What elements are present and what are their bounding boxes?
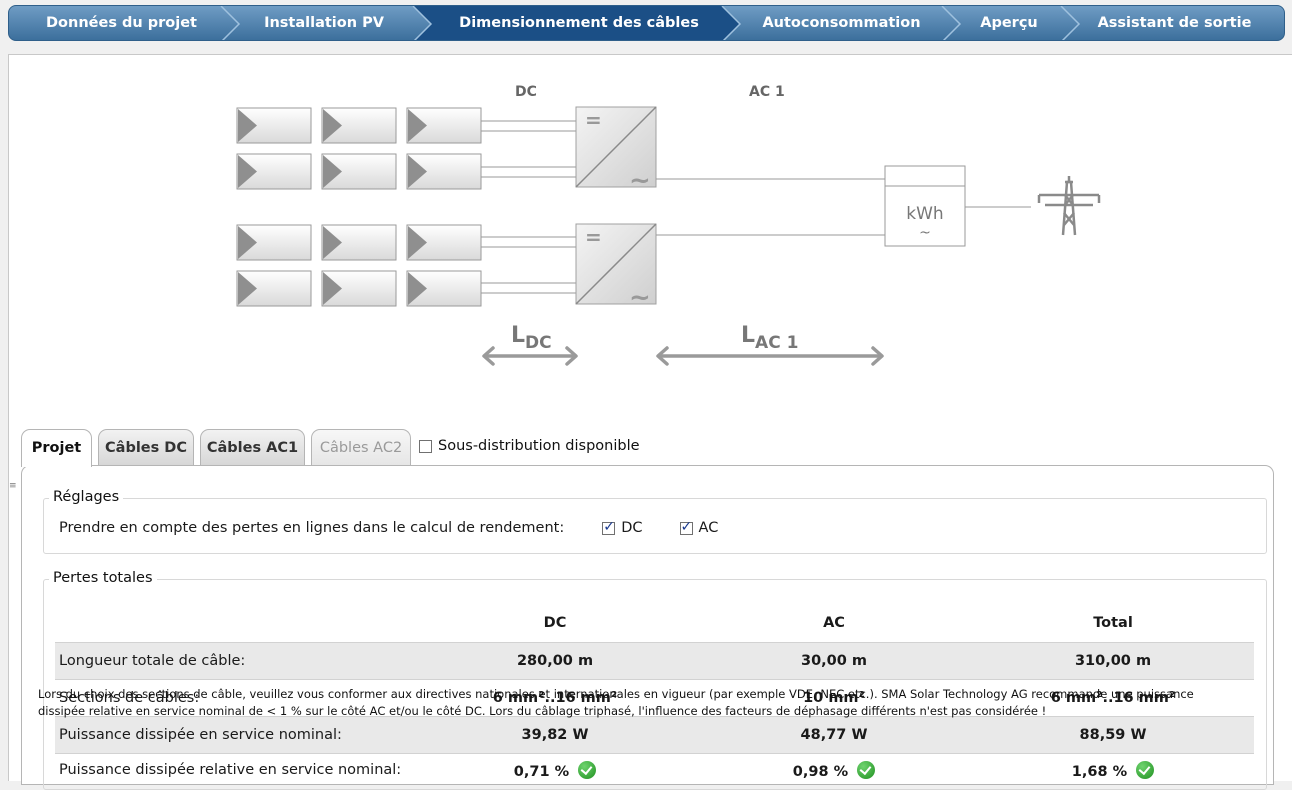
inverter-icon: = ~ bbox=[575, 223, 657, 313]
wizard-step-overview[interactable]: Aperçu bbox=[980, 15, 1038, 31]
line-loss-settings-row: Prendre en compte des pertes en lignes d… bbox=[59, 519, 719, 537]
settings-title: Réglages bbox=[49, 489, 124, 505]
column-header-total: Total bbox=[1093, 615, 1133, 631]
system-diagram: = ~ = ~ kWh ~ bbox=[236, 106, 1101, 366]
wizard-step-output-assistant[interactable]: Assistant de sortie bbox=[1097, 15, 1252, 31]
ac-value: 10 mm² bbox=[803, 690, 865, 706]
table-row: Longueur totale de câble: 280,00 m 30,00… bbox=[55, 642, 1254, 679]
pv-module-icon bbox=[406, 270, 482, 307]
check-ok-icon bbox=[857, 761, 876, 779]
ac-value: 30,00 m bbox=[800, 653, 868, 669]
column-header-ac: AC bbox=[823, 615, 845, 631]
dc-label: DC bbox=[515, 84, 537, 100]
column-header-dc: DC bbox=[543, 615, 567, 631]
tab-dc-cables[interactable]: Câbles DC bbox=[98, 429, 194, 465]
wizard-step-pv-installation[interactable]: Installation PV bbox=[264, 15, 384, 31]
inverter-icon: = ~ bbox=[575, 106, 657, 196]
length-arrows bbox=[482, 346, 884, 366]
pv-module-icon bbox=[236, 224, 312, 261]
wizard-step-project-data[interactable]: Données du projet bbox=[46, 15, 197, 31]
ac1-label: AC 1 bbox=[749, 84, 785, 100]
row-label: Longueur totale de câble: bbox=[59, 653, 246, 669]
dc-value: 0,71 % bbox=[513, 764, 570, 780]
dc-value: 6 mm²..16 mm² bbox=[492, 690, 618, 706]
pv-module-icon bbox=[321, 153, 397, 190]
pv-module-icon bbox=[406, 224, 482, 261]
subdistribution-checkbox[interactable] bbox=[419, 439, 432, 453]
pv-module-icon bbox=[236, 153, 312, 190]
subdistribution-label: Sous-distribution disponible bbox=[438, 438, 640, 454]
ac-value: 0,98 % bbox=[792, 764, 849, 780]
dc-cables-inverter-1 bbox=[481, 120, 576, 178]
pv-module-icon bbox=[321, 107, 397, 144]
total-losses-title: Pertes totales bbox=[49, 570, 157, 586]
total-value: 1,68 % bbox=[1071, 764, 1128, 780]
svg-text:=: = bbox=[585, 225, 602, 249]
row-label: Sections de câbles: bbox=[59, 690, 200, 706]
tab-project[interactable]: Projet bbox=[21, 429, 92, 467]
pv-module-icon bbox=[406, 107, 482, 144]
row-label: Puissance dissipée en service nominal: bbox=[59, 727, 342, 743]
ac-cables bbox=[656, 178, 1031, 236]
dc-cables-inverter-2 bbox=[481, 236, 576, 294]
check-ok-icon bbox=[1136, 761, 1155, 779]
svg-text:~: ~ bbox=[919, 225, 931, 241]
total-value: 88,59 W bbox=[1079, 727, 1147, 743]
table-header: DC AC Total bbox=[55, 603, 1254, 643]
svg-text:=: = bbox=[585, 108, 602, 132]
table-row: Puissance dissipée relative en service n… bbox=[55, 753, 1254, 790]
ac-value-cell: 0,98 % bbox=[734, 761, 934, 780]
total-value: 310,00 m bbox=[1074, 653, 1152, 669]
pv-module-icon bbox=[321, 270, 397, 307]
main-panel: ≡ = bbox=[8, 54, 1292, 790]
ac-length-label: LAC 1 bbox=[741, 323, 799, 353]
project-tab-panel: Réglages Prendre en compte des pertes en… bbox=[21, 465, 1274, 790]
table-row: Sections de câbles: 6 mm²..16 mm² 10 mm²… bbox=[55, 679, 1254, 716]
tab-ac2-cables: Câbles AC2 bbox=[311, 429, 411, 465]
wizard-step-cable-sizing[interactable]: Dimensionnement des câbles bbox=[459, 15, 699, 31]
dc-loss-checkbox[interactable] bbox=[602, 519, 616, 535]
total-losses-table-wrap: DC AC Total Longueur totale de câble: 28… bbox=[43, 579, 1265, 780]
svg-text:~: ~ bbox=[629, 283, 651, 313]
svg-text:~: ~ bbox=[629, 166, 651, 196]
dc-loss-label: DC bbox=[621, 520, 643, 536]
svg-text:kWh: kWh bbox=[906, 204, 943, 224]
pv-module-icon bbox=[236, 107, 312, 144]
row-label: Puissance dissipée relative en service n… bbox=[59, 762, 402, 778]
table-row: Puissance dissipée en service nominal: 3… bbox=[55, 716, 1254, 753]
dc-value-cell: 0,71 % bbox=[455, 761, 655, 780]
check-ok-icon bbox=[578, 761, 597, 779]
pv-module-icon bbox=[321, 224, 397, 261]
energy-meter-icon: kWh ~ bbox=[884, 165, 966, 247]
wizard-step-backgrounds bbox=[220, 6, 1081, 40]
splitter-grip-icon[interactable]: ≡ bbox=[9, 481, 17, 491]
total-value-cell: 1,68 % bbox=[1013, 761, 1213, 780]
ac-value: 48,77 W bbox=[800, 727, 868, 743]
line-loss-prompt: Prendre en compte des pertes en lignes d… bbox=[59, 520, 565, 536]
ac-loss-checkbox[interactable] bbox=[679, 519, 693, 535]
dc-value: 39,82 W bbox=[521, 727, 589, 743]
wizard-step-self-consumption[interactable]: Autoconsommation bbox=[762, 15, 921, 31]
power-pylon-icon bbox=[1037, 176, 1101, 236]
settings-group bbox=[43, 498, 1267, 554]
subdistribution-option: Sous-distribution disponible bbox=[419, 438, 640, 454]
tab-ac1-cables[interactable]: Câbles AC1 bbox=[200, 429, 305, 465]
dc-length-label: LDC bbox=[511, 323, 552, 353]
dc-value: 280,00 m bbox=[516, 653, 594, 669]
wizard-steps-bar: Données du projet Installation PV Dimens… bbox=[8, 5, 1285, 41]
cable-guideline-note: Lors du choix des sections de câble, veu… bbox=[38, 687, 1194, 718]
ac-loss-label: AC bbox=[698, 520, 719, 536]
pv-module-icon bbox=[236, 270, 312, 307]
pv-module-icon bbox=[406, 153, 482, 190]
total-value: 6 mm²..16 mm² bbox=[1050, 690, 1176, 706]
